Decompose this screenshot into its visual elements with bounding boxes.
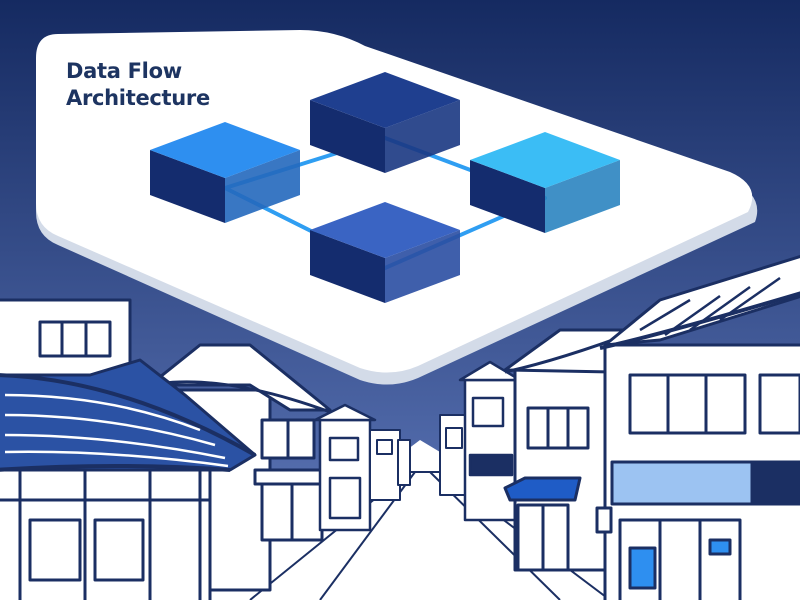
node-left-right-face xyxy=(225,150,300,223)
node-top-top-face xyxy=(310,72,460,128)
node-left-top-face xyxy=(150,122,300,178)
building-left-far-2 xyxy=(369,429,411,501)
diagram-title-line-1: Data Flow xyxy=(66,59,182,83)
node-top-cube-icon[interactable] xyxy=(310,72,460,173)
right-buildings xyxy=(439,254,800,600)
building-right-mid xyxy=(503,328,642,572)
node-bottom-right-face xyxy=(385,230,460,303)
node-bottom-right-shade xyxy=(385,230,460,303)
diagram-title: Data Flow Architecture xyxy=(66,58,210,112)
node-bottom-cube-icon[interactable] xyxy=(310,202,460,303)
node-right-right-shade xyxy=(545,160,620,233)
node-top-right-shade xyxy=(385,100,460,173)
node-top-right-face xyxy=(385,100,460,173)
building-right-front xyxy=(595,254,800,600)
node-right-top-face xyxy=(470,132,620,188)
left-buildings xyxy=(0,298,411,600)
building-left-hanok-front xyxy=(0,358,257,600)
blue-awning xyxy=(503,476,582,502)
node-left-left-face xyxy=(150,150,225,223)
node-bottom-left-face xyxy=(310,230,385,303)
diagram-title-line-2: Architecture xyxy=(66,86,210,110)
node-top-left-face xyxy=(310,100,385,173)
node-group xyxy=(150,72,620,303)
node-right-cube-icon[interactable] xyxy=(470,132,620,233)
shop-signboard xyxy=(610,460,754,506)
node-left-cube-icon[interactable] xyxy=(150,122,300,223)
node-bottom-top-face xyxy=(310,202,460,258)
card-surface xyxy=(36,30,753,373)
node-right-right-face xyxy=(545,160,620,233)
node-left-right-shade xyxy=(225,150,300,223)
building-left-far-1 xyxy=(313,403,377,532)
node-right-left-face xyxy=(470,160,545,233)
